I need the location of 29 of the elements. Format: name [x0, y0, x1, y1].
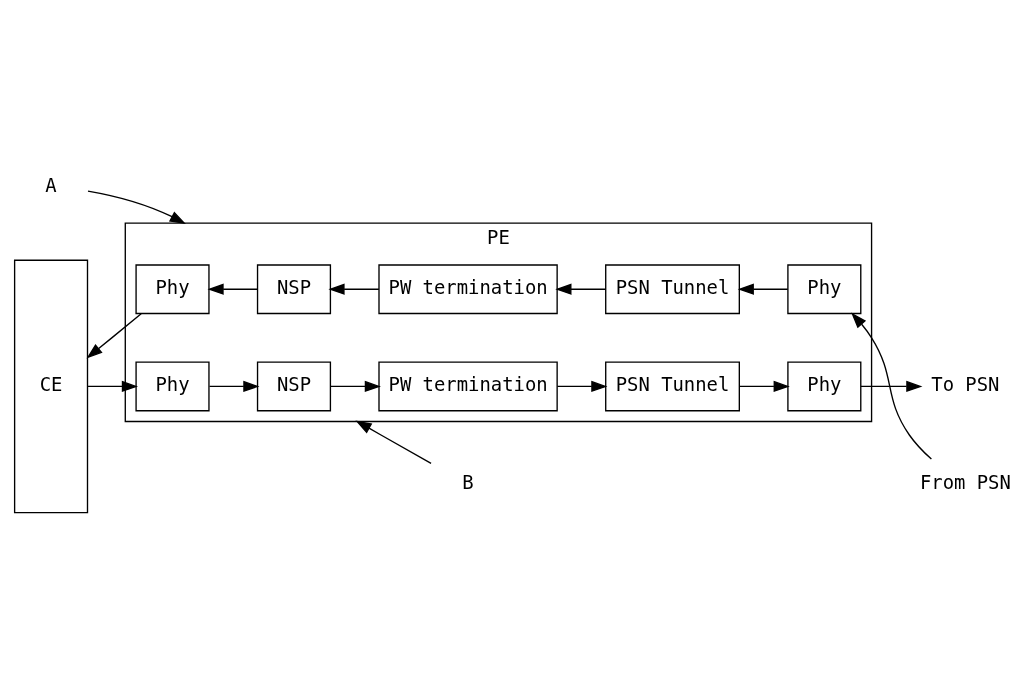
node-text: B [462, 470, 474, 493]
arrow [208, 380, 260, 392]
arrow [739, 380, 790, 392]
node-box: Phy [135, 263, 210, 314]
arrow [329, 380, 381, 392]
node-box: PW termination [378, 263, 558, 314]
node-box: PSN Tunnel [605, 263, 740, 314]
arrow [87, 189, 186, 224]
node-text: From PSN [919, 470, 1011, 493]
arrow [737, 283, 789, 295]
arrow [207, 283, 259, 295]
node-text: To PSN [931, 372, 1000, 395]
arrow [555, 283, 607, 295]
node-box: PSN Tunnel [605, 360, 740, 411]
arrow [328, 283, 380, 295]
node-box: Phy [787, 263, 862, 314]
arrow [355, 420, 432, 464]
node-box: NSP [256, 263, 332, 314]
arrow [86, 312, 142, 359]
node-box: Phy [787, 360, 862, 411]
arrow [556, 380, 608, 392]
arrow [860, 380, 923, 392]
arrow [87, 380, 138, 392]
arrow [851, 311, 933, 460]
node-text: A [45, 173, 57, 196]
node-box: PW termination [378, 360, 558, 411]
node-box: CE [13, 259, 89, 513]
node-box: NSP [256, 360, 332, 411]
node-box: Phy [135, 360, 210, 411]
